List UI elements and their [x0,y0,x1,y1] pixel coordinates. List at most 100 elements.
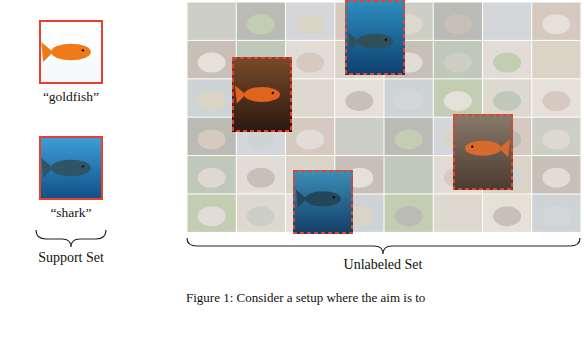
image-ground [385,118,433,155]
faded-image [532,79,580,116]
image-subject [198,91,226,111]
faded-image [188,195,236,232]
image-ground [385,156,433,193]
image-subject [247,168,275,188]
image-ground [385,79,433,116]
image-ground [434,195,482,232]
faded-image [434,41,482,78]
image-ground [188,118,236,155]
image-subject [444,206,472,226]
faded-image [532,3,580,40]
faded-image [532,195,580,232]
faded-image [532,156,580,193]
fish-eye [333,196,335,198]
faded-image [286,3,334,40]
image-subject [444,14,472,34]
faded-image [286,41,334,78]
image-subject [296,53,324,73]
image-subject [247,129,275,149]
image-ground [188,156,236,193]
fish-figure [41,42,91,62]
red-border [40,137,102,199]
image-subject [493,14,521,34]
image-ground [286,3,334,40]
fish-eye [82,165,84,167]
image-ground [232,57,292,132]
image-ground [483,195,531,232]
faded-image [237,3,285,40]
support-image: “shark” [35,136,107,221]
image-ground [434,3,482,40]
image-ground [532,79,580,116]
support-image: “goldfish” [35,20,107,105]
image-subject [296,129,324,149]
fish-body [305,191,341,206]
faded-image [286,79,334,116]
image-subject [493,53,521,73]
picture-ground [39,20,103,84]
image-subject [345,91,373,111]
fish-body [244,87,280,102]
faded-image [188,156,236,193]
figure-caption: Figure 1: Consider a setup where the aim… [186,290,425,306]
image-subject [395,129,423,149]
image-ground [532,41,580,78]
faded-image [434,195,482,232]
dashed-red-border [233,58,291,131]
picture-ground [39,136,103,200]
image-subject [247,206,275,226]
highlighted-image [453,114,513,190]
unlabeled-brace [187,238,580,254]
image-ground [345,0,405,75]
image-subject [247,14,275,34]
support-picture [39,20,103,84]
image-ground [532,3,580,40]
fish-eye [385,39,387,41]
image-ground [237,156,285,193]
image-subject [198,168,226,188]
image-subject [542,206,570,226]
image-subject [395,206,423,226]
image-ground [532,195,580,232]
faded-image [532,41,580,78]
image-ground [188,41,236,78]
image-ground [335,118,383,155]
image-ground [453,114,513,190]
image-subject [493,206,521,226]
faded-image [188,3,236,40]
image-subject [395,168,423,188]
faded-image [188,118,236,155]
fish-figure [41,158,91,178]
fish-body [51,160,91,177]
faded-image [385,118,433,155]
faded-image [483,195,531,232]
image-subject [345,129,373,149]
image-ground [385,195,433,232]
image-ground [237,3,285,40]
dashed-red-border [346,1,404,74]
faded-image [286,118,334,155]
image-ground [286,41,334,78]
highlighted-image [232,57,292,132]
image-subject [198,206,226,226]
highlighted-image [345,0,405,75]
image-subject [296,91,324,111]
set-label: Support Set [38,250,104,266]
image-subject [198,14,226,34]
image-ground [188,79,236,116]
image-ground [188,195,236,232]
faded-image [385,195,433,232]
support-picture [39,136,103,200]
unlabeled-image-grid [188,3,581,232]
support-brace [36,230,106,247]
image-ground [434,79,482,116]
class-label: “shark” [35,205,107,221]
faded-image [385,156,433,193]
dashed-red-border [454,115,512,189]
faded-image [483,41,531,78]
image-ground [483,79,531,116]
red-border [40,21,102,83]
image-subject [198,129,226,149]
fish-body [465,141,501,156]
